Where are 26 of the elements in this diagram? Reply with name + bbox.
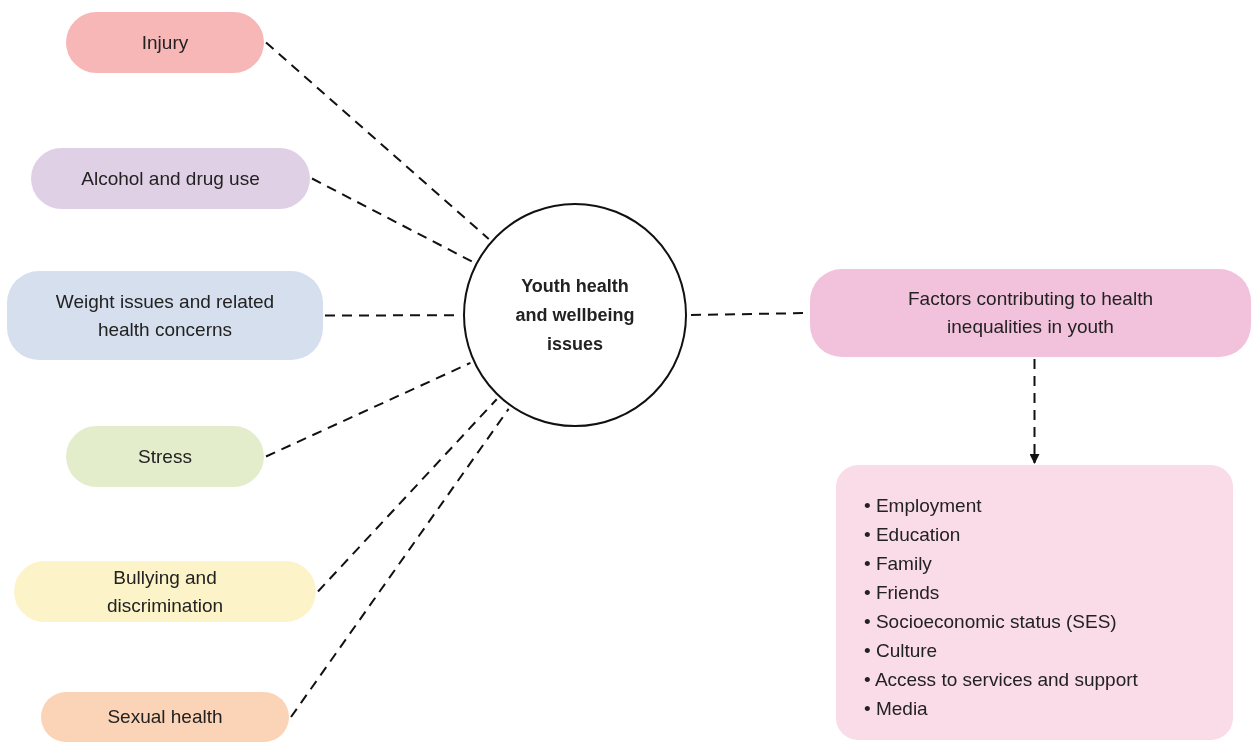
list-item: • Media [864, 697, 929, 721]
factor-list-panel [836, 465, 1233, 740]
topic-pill [41, 692, 289, 742]
node-label: Factors contributing to health inequalities in youth [907, 287, 1154, 339]
connector [1029, 358, 1040, 464]
node-label: Alcohol and drug use [81, 166, 260, 191]
list-item: • Friends [864, 581, 941, 605]
node-label: Injury [141, 30, 189, 55]
node-label: Stress [138, 444, 192, 469]
topic-pill [810, 269, 1251, 357]
node-label: Weight issues and related health concerns [54, 289, 276, 342]
connector [265, 41, 490, 240]
list-item: • Education [864, 523, 962, 547]
connector [311, 177, 474, 263]
node-label: Bullying and discrimination [105, 565, 225, 618]
list-item: • Employment [864, 494, 983, 518]
connector [265, 361, 472, 458]
node-label: Youth health and wellbeing issues [514, 274, 636, 356]
list-item: • Culture [864, 639, 939, 663]
connector [317, 398, 498, 593]
list-item: • Access to services and support [864, 668, 1138, 692]
list-item: • Family [864, 552, 933, 576]
topic-pill [7, 271, 323, 360]
connector [290, 407, 510, 718]
list-item: • Socioeconomic status (SES) [864, 610, 1118, 634]
node-label: Sexual health [107, 705, 223, 729]
